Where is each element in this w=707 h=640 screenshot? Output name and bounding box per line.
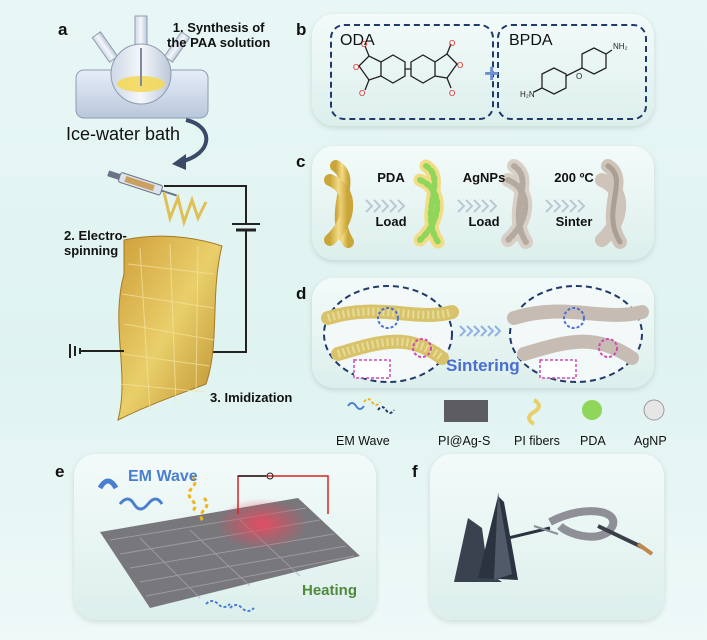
ground-icon xyxy=(69,344,124,358)
em-wave-label: EM Wave xyxy=(128,468,198,485)
step2-label-line1: 2. Electro- xyxy=(64,228,127,243)
bpda-label: BPDA xyxy=(509,32,553,49)
legend-wave-yellow-icon xyxy=(363,398,381,406)
legend-fiber-icon xyxy=(527,398,541,426)
step-agnps-top: AgNPs xyxy=(462,170,506,185)
legend-wave-blue-icon xyxy=(347,402,365,410)
legend-mat-icon xyxy=(444,400,488,422)
step-sinter-top: 200 ºC xyxy=(554,170,594,185)
bpda-nh2-top: NH₂ xyxy=(613,42,628,51)
curved-arrow-icon xyxy=(172,118,209,170)
step2-label-line2: spinning xyxy=(64,243,119,258)
legend-wave-navy-icon xyxy=(377,406,395,414)
legend-pda: PDA xyxy=(580,434,606,448)
svg-text:O: O xyxy=(359,89,365,98)
bpda-dashed-box xyxy=(497,24,647,120)
svg-text:O: O xyxy=(353,63,359,72)
legend-em-wave: EM Wave xyxy=(336,434,390,448)
panel-a-letter: a xyxy=(58,20,68,39)
step3-label: 3. Imidization xyxy=(210,390,293,405)
step-pda-bottom: Load xyxy=(375,214,407,229)
panel-d-letter: d xyxy=(296,284,307,303)
flask-apparatus-icon xyxy=(75,15,209,119)
step-agnps-bottom: Load xyxy=(468,214,500,229)
bpda-o-label: O xyxy=(576,72,583,81)
svg-text:O: O xyxy=(449,39,455,48)
panel-b-letter: b xyxy=(296,20,307,39)
antenna-icon xyxy=(97,478,119,490)
svg-text:O: O xyxy=(449,89,455,98)
fiber-sequence-icon xyxy=(324,159,627,249)
panel-e-letter: e xyxy=(55,462,65,481)
heating-label: Heating xyxy=(302,582,358,599)
step1-label-line2: the PAA solution xyxy=(167,35,271,50)
syringe-icon xyxy=(107,170,177,197)
folded-samples-photo xyxy=(454,492,654,582)
sintering-label: Sintering xyxy=(446,356,520,375)
legend-agnp: AgNP xyxy=(634,434,667,448)
legend-agnp-icon xyxy=(643,399,665,421)
oda-label: ODA xyxy=(340,32,375,49)
bpda-structure xyxy=(533,47,613,95)
svg-text:O: O xyxy=(361,40,367,49)
svg-text:O: O xyxy=(457,61,463,70)
heating-mat-icon xyxy=(97,472,360,612)
jet-squiggle-icon xyxy=(162,191,208,228)
sintering-detail-icon xyxy=(321,285,649,383)
plus-icon: + xyxy=(484,58,500,88)
step-sinter-bottom: Sinter xyxy=(555,214,593,229)
legend-pi-fibers: PI fibers xyxy=(514,434,560,448)
legend-icons xyxy=(347,398,665,426)
panel-f-letter: f xyxy=(412,462,418,481)
bpda-nh2-left: H₂N xyxy=(520,90,535,99)
step1-label-line1: 1. Synthesis of xyxy=(172,20,265,35)
legend-pi-ag-s: PI@Ag-S xyxy=(438,434,491,448)
fiber-mat-icon xyxy=(117,235,223,421)
oda-dashed-box xyxy=(330,24,494,120)
oda-structure: O O O O O O xyxy=(353,39,463,98)
legend-pda-icon xyxy=(582,400,602,420)
step-pda-top: PDA xyxy=(377,170,405,185)
panel-c-letter: c xyxy=(296,152,306,171)
ice-water-bath-label: Ice-water bath xyxy=(66,124,181,144)
